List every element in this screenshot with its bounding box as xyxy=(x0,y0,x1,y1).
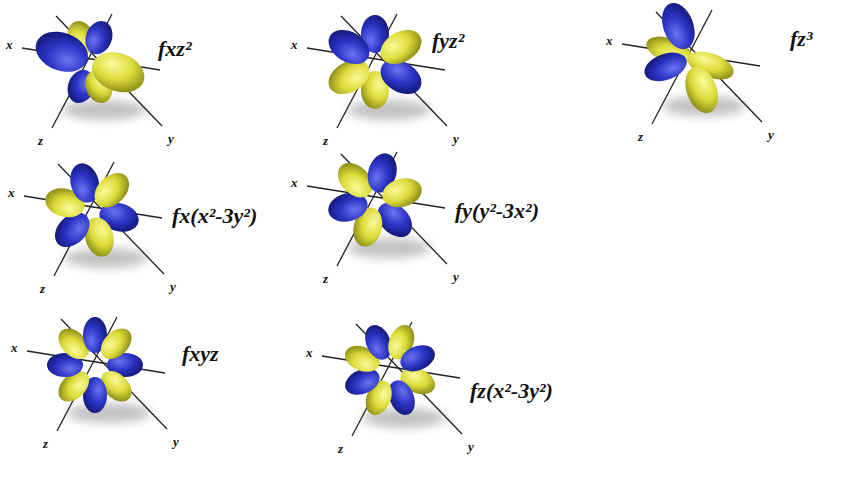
orbital-figure xyxy=(322,321,462,436)
orbital-lobe xyxy=(374,23,427,71)
orbital-figure xyxy=(622,0,762,124)
axis-label: z xyxy=(40,282,45,295)
orbital-lobe xyxy=(640,47,690,86)
orbital-name: fyz² xyxy=(432,30,464,52)
axis-label: y xyxy=(453,270,459,283)
orbital-name: fxz² xyxy=(158,38,191,60)
axis-label: z xyxy=(338,442,343,455)
orbital-name: fy(y²-3x²) xyxy=(455,200,539,222)
axis-line xyxy=(322,356,460,378)
orbital-figure xyxy=(27,317,167,431)
orbital-name: fz(x²-3y²) xyxy=(470,380,553,402)
axis-label: z xyxy=(38,134,43,147)
orbital-figure xyxy=(22,14,162,128)
orbital-lobe xyxy=(88,166,136,214)
axis-label: y xyxy=(168,132,174,145)
orbital-name: fx(x²-3y²) xyxy=(172,205,257,227)
axis-label: y xyxy=(468,440,474,453)
axis-label: y xyxy=(173,435,179,448)
orbital-lobe xyxy=(95,323,137,365)
orbital-lobe xyxy=(379,174,425,211)
axis-label: x xyxy=(291,38,298,51)
shadow xyxy=(62,100,146,120)
orbital-figure xyxy=(24,160,164,276)
axis-label: x xyxy=(306,346,313,359)
orbital-name: fxyz xyxy=(182,343,219,365)
axis-label: x xyxy=(6,38,13,51)
orbital-lobe xyxy=(86,45,150,99)
orbital-lobe xyxy=(396,340,439,376)
axis-label: y xyxy=(170,280,176,293)
axis-label: z xyxy=(638,130,643,143)
orbital-lobe xyxy=(30,25,94,79)
axis-label: x xyxy=(606,34,613,47)
orbital-figure xyxy=(307,150,447,266)
axis-label: y xyxy=(453,132,459,145)
orbital-lobe xyxy=(322,23,375,71)
orbital-figure xyxy=(307,14,447,128)
shadow xyxy=(67,403,151,423)
orbital-name: fz³ xyxy=(790,28,812,50)
orbital-lobe xyxy=(679,62,724,117)
axis-label: x xyxy=(8,186,15,199)
orbital-lobe xyxy=(656,0,701,54)
shadow xyxy=(347,100,431,120)
axis-label: y xyxy=(768,128,774,141)
axis-label: x xyxy=(291,176,298,189)
axis-label: z xyxy=(323,272,328,285)
axis-label: z xyxy=(323,134,328,147)
axis-label: x xyxy=(11,341,18,354)
axis-label: z xyxy=(43,437,48,450)
